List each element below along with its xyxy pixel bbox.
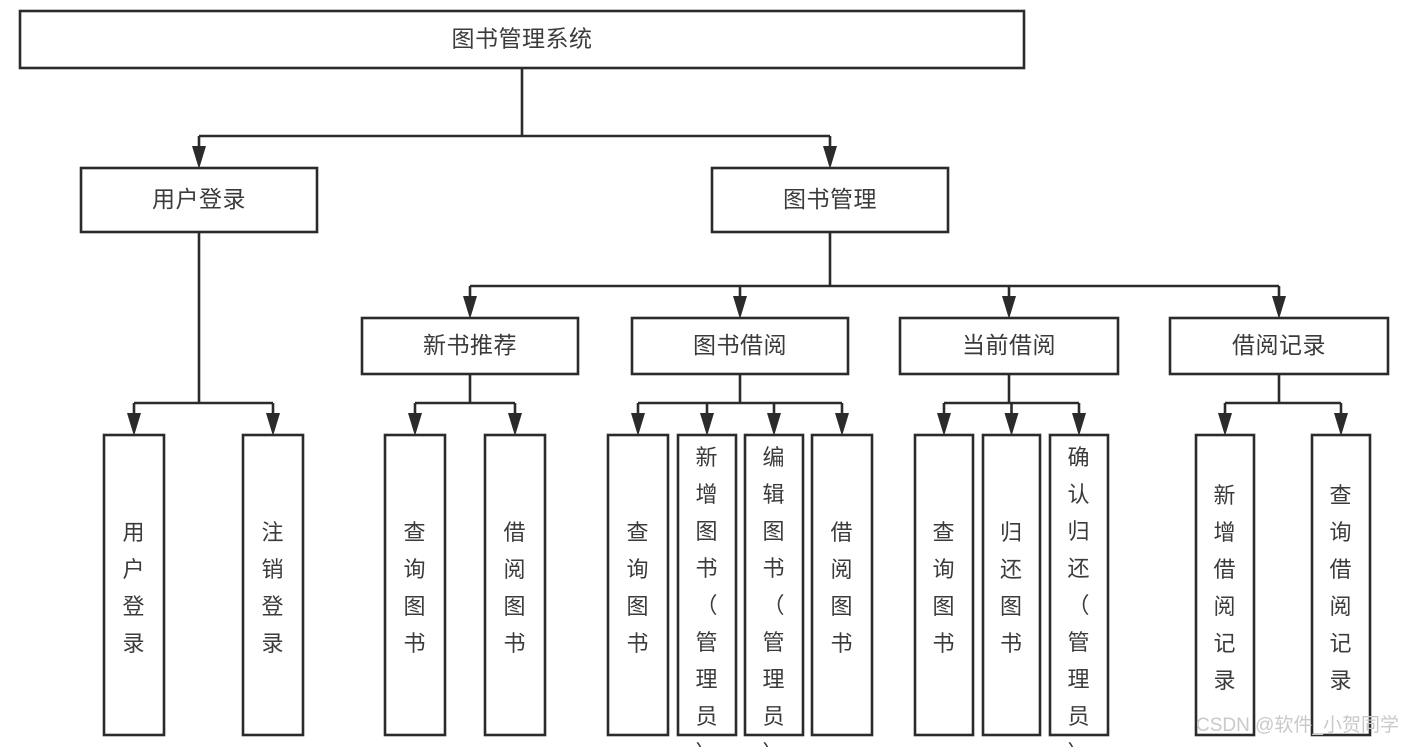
node-box <box>810 433 874 737</box>
node-book-manage[interactable]: 图书管理 <box>710 166 950 234</box>
node-label: 新增图书（管理员） <box>695 445 718 747</box>
node-label: 查询借阅记录 <box>1329 483 1352 693</box>
node-leaf-edit-book[interactable]: 编辑图书（管理员） <box>743 433 805 747</box>
arrow-head-icon <box>631 413 645 436</box>
node-label: 编辑图书（管理员） <box>762 445 785 747</box>
node-label: 图书管理系统 <box>452 26 593 52</box>
node-label: 借阅图书 <box>503 520 526 656</box>
node-label: 图书管理 <box>783 186 877 212</box>
csdn-watermark: CSDN @软件_小贺同学 <box>1196 714 1399 736</box>
node-box <box>383 433 447 737</box>
arrow-head-icon <box>1334 413 1348 436</box>
arrow-head-icon <box>192 146 206 169</box>
node-leaf-borrow-book-1[interactable]: 借阅图书 <box>483 433 547 737</box>
node-box <box>630 316 850 376</box>
node-new-book-recommend[interactable]: 新书推荐 <box>360 316 580 376</box>
node-box <box>898 316 1120 376</box>
node-leaf-query-book-1[interactable]: 查询图书 <box>383 433 447 737</box>
connector-layer <box>127 68 1348 436</box>
arrow-head-icon <box>767 413 781 436</box>
arrow-head-icon <box>835 413 849 436</box>
node-label: 查询图书 <box>626 520 649 656</box>
node-leaf-query-book-2[interactable]: 查询图书 <box>606 433 670 737</box>
node-book-borrow[interactable]: 图书借阅 <box>630 316 850 376</box>
node-label: 确认归还（管理员） <box>1067 445 1090 747</box>
node-box <box>1194 433 1256 737</box>
arrow-head-icon <box>508 413 522 436</box>
arrow-head-icon <box>1072 413 1086 436</box>
node-root[interactable]: 图书管理系统 <box>18 9 1026 70</box>
node-label: 借阅记录 <box>1232 332 1326 358</box>
node-box <box>483 433 547 737</box>
node-layer: 图书管理系统用户登录图书管理新书推荐图书借阅当前借阅借阅记录用户登录注销登录查询… <box>18 9 1390 747</box>
node-box <box>913 433 975 737</box>
node-leaf-confirm-return[interactable]: 确认归还（管理员） <box>1048 433 1110 747</box>
node-label: 注销登录 <box>261 520 284 656</box>
node-box <box>676 433 738 737</box>
node-user-login[interactable]: 用户登录 <box>79 166 319 234</box>
node-leaf-query-record[interactable]: 查询借阅记录 <box>1310 433 1372 737</box>
node-box <box>981 433 1042 737</box>
node-leaf-borrow-book-2[interactable]: 借阅图书 <box>810 433 874 737</box>
arrow-head-icon <box>733 296 747 319</box>
node-label: 图书借阅 <box>693 332 787 358</box>
node-label: 用户登录 <box>152 186 246 212</box>
node-label: 用户登录 <box>122 520 145 656</box>
arrow-head-icon <box>463 296 477 319</box>
arrow-head-icon <box>1272 296 1286 319</box>
node-box <box>18 9 1026 70</box>
arrow-head-icon <box>700 413 714 436</box>
arrow-head-icon <box>408 413 422 436</box>
node-box <box>102 433 166 737</box>
arrow-head-icon <box>1002 296 1016 319</box>
node-label: 查询图书 <box>403 520 426 656</box>
node-label: 当前借阅 <box>962 332 1056 358</box>
node-current-borrow[interactable]: 当前借阅 <box>898 316 1120 376</box>
node-leaf-user-login[interactable]: 用户登录 <box>102 433 166 737</box>
node-leaf-return-book[interactable]: 归还图书 <box>981 433 1042 737</box>
node-box <box>743 433 805 737</box>
node-label: 归还图书 <box>1000 520 1023 656</box>
node-leaf-add-book[interactable]: 新增图书（管理员） <box>676 433 738 747</box>
arrow-head-icon <box>266 413 280 436</box>
arrow-head-icon <box>823 146 837 169</box>
node-box <box>606 433 670 737</box>
node-label: 新书推荐 <box>423 332 517 358</box>
node-borrow-record[interactable]: 借阅记录 <box>1168 316 1390 376</box>
node-box <box>241 433 305 737</box>
node-box <box>1168 316 1390 376</box>
node-box <box>1048 433 1110 737</box>
node-box <box>79 166 319 234</box>
node-label: 查询图书 <box>932 520 955 656</box>
node-leaf-query-book-3[interactable]: 查询图书 <box>913 433 975 737</box>
node-label: 新增借阅记录 <box>1213 483 1236 693</box>
arrow-head-icon <box>1004 413 1019 436</box>
node-leaf-add-record[interactable]: 新增借阅记录 <box>1194 433 1256 737</box>
arrow-head-icon <box>1218 413 1232 436</box>
arrow-head-icon <box>937 413 951 436</box>
node-leaf-logout[interactable]: 注销登录 <box>241 433 305 737</box>
node-label: 借阅图书 <box>830 520 853 656</box>
arrow-head-icon <box>127 413 141 436</box>
node-box <box>360 316 580 376</box>
node-box <box>710 166 950 234</box>
node-box <box>1310 433 1372 737</box>
